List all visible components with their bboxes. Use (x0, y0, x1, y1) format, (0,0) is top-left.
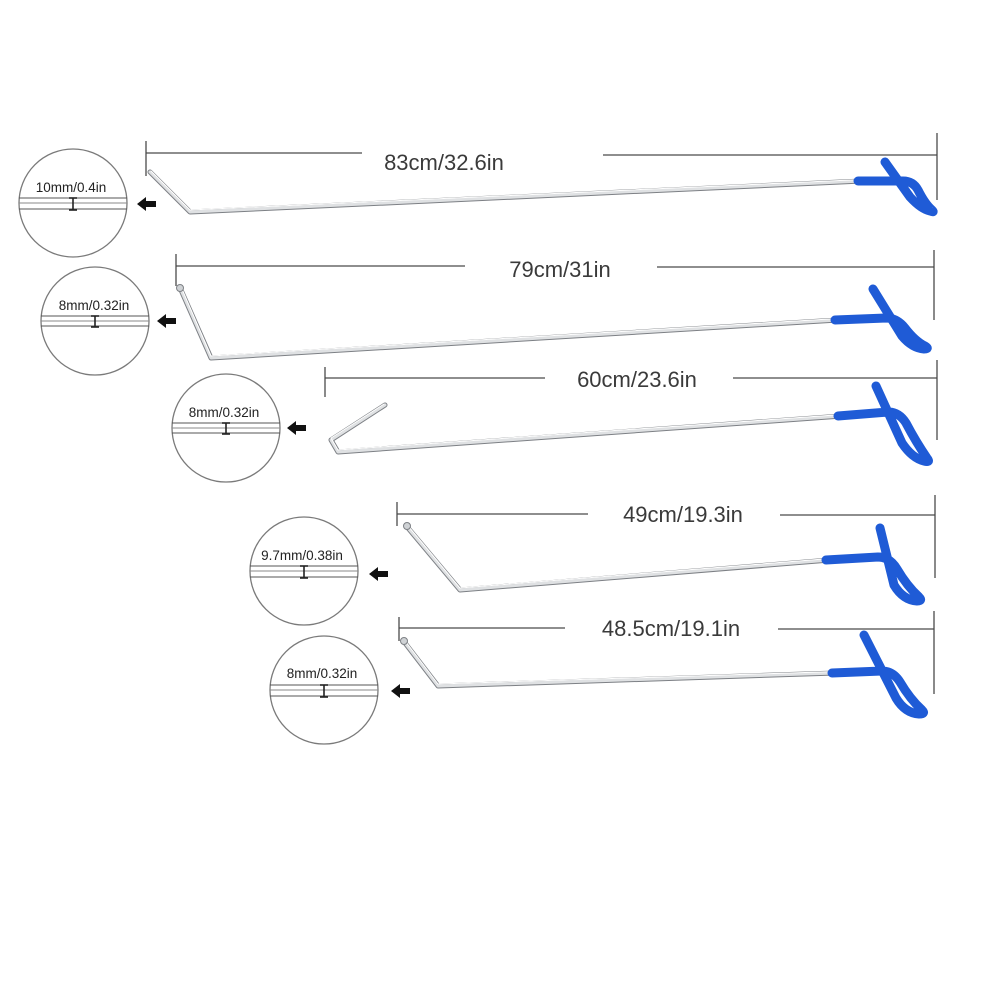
left-arrow-icon (391, 684, 410, 698)
diameter-label: 8mm/0.32in (189, 405, 260, 420)
diameter-label: 8mm/0.32in (287, 666, 358, 681)
diameter-label: 8mm/0.32in (59, 298, 130, 313)
rod-5: 48.5cm/19.1in 8mm/0.32in (269, 611, 935, 745)
steel-rod (328, 402, 845, 455)
rod-2: 79cm/31in 8mm/0.32in (40, 250, 935, 376)
left-arrow-icon (287, 421, 306, 435)
u-handle-icon (833, 381, 933, 467)
length-dimension-1: 83cm/32.6in (145, 133, 938, 200)
diameter-label: 9.7mm/0.38in (261, 548, 343, 563)
caliper-marker-icon (69, 197, 77, 211)
rod-4: 49cm/19.3in 9.7mm/0.38in (249, 495, 936, 626)
caliper-marker-icon (320, 684, 328, 698)
left-arrow-icon (369, 567, 388, 581)
steel-rod (400, 637, 839, 689)
steel-rod (403, 522, 833, 593)
length-dimension-3: 60cm/23.6in (324, 360, 938, 440)
diameter-label: 10mm/0.4in (36, 180, 107, 195)
left-arrow-icon (137, 197, 156, 211)
diameter-callout-3: 8mm/0.32in (171, 373, 281, 483)
length-label: 49cm/19.3in (623, 502, 743, 527)
length-label: 48.5cm/19.1in (602, 616, 740, 641)
diameter-callout-2: 8mm/0.32in (40, 266, 150, 376)
caliper-marker-icon (300, 565, 308, 579)
diameter-callout-4: 9.7mm/0.38in (249, 516, 359, 626)
length-label: 60cm/23.6in (577, 367, 697, 392)
length-label: 83cm/32.6in (384, 150, 504, 175)
steel-rod (147, 169, 865, 215)
length-label: 79cm/31in (509, 257, 611, 282)
length-dimension-4: 49cm/19.3in (396, 495, 936, 578)
length-dimension-5: 48.5cm/19.1in (398, 611, 935, 694)
left-arrow-icon (157, 314, 176, 328)
u-handle-icon (853, 157, 938, 217)
length-dimension-2: 79cm/31in (175, 250, 935, 320)
rod-3: 60cm/23.6in 8mm/0.32in (171, 360, 938, 483)
rod-1: 83cm/32.6in 10mm/0.4in (18, 133, 938, 258)
diameter-callout-5: 8mm/0.32in (269, 635, 379, 745)
u-handle-icon (830, 284, 932, 354)
caliper-marker-icon (222, 422, 230, 435)
caliper-marker-icon (91, 315, 99, 328)
u-handle-icon (821, 523, 926, 606)
diameter-callout-1: 10mm/0.4in (18, 148, 128, 258)
u-handle-icon (827, 630, 928, 719)
steel-rod (176, 284, 841, 361)
